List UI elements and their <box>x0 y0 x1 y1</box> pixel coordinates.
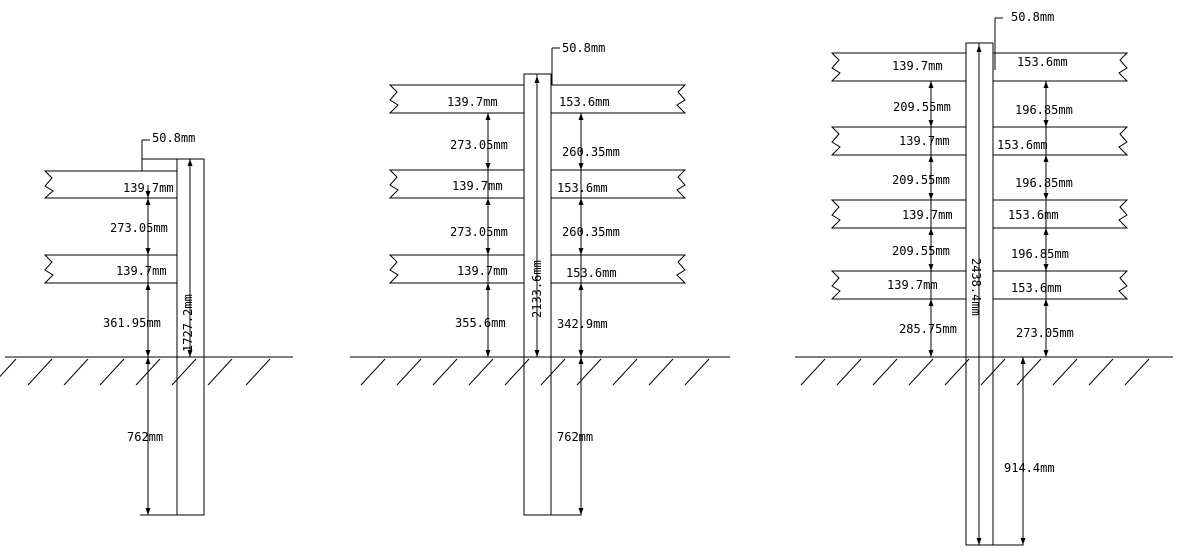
embed-depth-label: 762mm <box>557 430 593 444</box>
embed-depth-dimension <box>1020 357 1026 545</box>
board-height-label: 153.6mm <box>1011 281 1062 295</box>
post-top-offset-label: 50.8mm <box>562 41 605 55</box>
board-height-label: 139.7mm <box>452 179 503 193</box>
embed-depth-label: 762mm <box>127 430 163 444</box>
post-total-height-label: 1727.2mm <box>181 294 195 352</box>
post-total-height-label: 2133.6mm <box>530 260 544 318</box>
board-height-label: 139.7mm <box>887 278 938 292</box>
vertical-dimension-line <box>140 185 177 516</box>
board-height-label: 139.7mm <box>116 264 167 278</box>
post-height-dimension: 1727.2mm <box>181 159 195 357</box>
sign-board <box>830 270 966 300</box>
board-height-label: 153.6mm <box>997 138 1048 152</box>
board-gap-label: 260.35mm <box>562 225 620 239</box>
ground-clearance-label: 342.9mm <box>557 317 608 331</box>
board-gap-label: 209.55mm <box>892 173 950 187</box>
figure-2-double-sided-post: 50.8mm 2133.6mm 139.7mm 273.05mm 139.7mm… <box>350 41 730 516</box>
board-height-label: 139.7mm <box>457 264 508 278</box>
sign-board <box>993 52 1129 82</box>
sign-board <box>993 126 1129 156</box>
board-height-label: 153.6mm <box>566 266 617 280</box>
board-height-label: 153.6mm <box>1017 55 1068 69</box>
figure-3-tall-double-sided-post: 50.8mm 2438.4mm 139.7mm 209.55mm 139.7m <box>795 10 1173 546</box>
post-embedded-base <box>992 356 1024 546</box>
sign-board <box>551 169 687 199</box>
board-gap-label: 196.85mm <box>1015 176 1073 190</box>
figure-1-single-sided-post: 50.8mm 1727.2mm 139.7mm 273.05mm 139.7mm… <box>0 131 293 516</box>
board-height-label: 139.7mm <box>902 208 953 222</box>
ground-line <box>350 356 730 386</box>
board-gap-label: 196.85mm <box>1015 103 1073 117</box>
sign-board <box>43 170 177 199</box>
board-gap-label: 209.55mm <box>892 244 950 258</box>
board-height-label: 139.7mm <box>123 181 174 195</box>
board-height-label: 139.7mm <box>892 59 943 73</box>
post-top-offset-dimension: 50.8mm <box>141 131 195 171</box>
sign-board <box>43 254 177 284</box>
board-gap-label: 273.05mm <box>450 225 508 239</box>
sign-board <box>830 126 966 156</box>
sign-board <box>993 270 1129 300</box>
sign-board <box>388 169 524 199</box>
sign-board <box>993 199 1129 229</box>
right-vertical-dimension <box>1043 81 1049 357</box>
post-top-offset-label: 50.8mm <box>1011 10 1054 24</box>
board-height-label: 153.6mm <box>559 95 610 109</box>
embed-depth-label: 914.4mm <box>1004 461 1055 475</box>
ground-clearance-label: 355.6mm <box>455 316 506 330</box>
board-height-label: 153.6mm <box>557 181 608 195</box>
sign-board <box>551 254 687 284</box>
post-top-offset-dimension: 50.8mm <box>994 10 1054 70</box>
sign-board <box>830 199 966 229</box>
ground-hatching <box>360 358 710 386</box>
ground-clearance-label: 285.75mm <box>899 322 957 336</box>
post-height-dimension: 2438.4mm <box>969 43 983 545</box>
board-gap-label: 209.55mm <box>893 100 951 114</box>
ground-clearance-label: 361.95mm <box>103 316 161 330</box>
sign-board <box>830 52 966 82</box>
post-total-height-label: 2438.4mm <box>969 258 983 316</box>
post-height-dimension: 2133.6mm <box>530 74 544 357</box>
right-vertical-dimension <box>578 113 584 515</box>
left-vertical-dimension <box>485 113 491 357</box>
sign-board <box>551 84 687 114</box>
board-height-label: 153.6mm <box>1008 208 1059 222</box>
ground-hatching <box>0 358 271 386</box>
ground-line <box>795 356 1173 386</box>
board-gap-label: 273.05mm <box>450 138 508 152</box>
post-top-offset-dimension: 50.8mm <box>551 41 605 85</box>
sign-board <box>388 254 524 284</box>
board-gap-label: 260.35mm <box>562 145 620 159</box>
board-gap-label: 196.85mm <box>1011 247 1069 261</box>
ground-clearance-label: 273.05mm <box>1016 326 1074 340</box>
post-embedded-base <box>550 356 582 516</box>
board-gap-label: 273.05mm <box>110 221 168 235</box>
board-height-label: 139.7mm <box>447 95 498 109</box>
sign-board <box>388 84 524 114</box>
ground-hatching <box>800 358 1150 386</box>
board-height-label: 139.7mm <box>899 134 950 148</box>
left-vertical-dimension <box>928 81 934 357</box>
post-top-offset-label: 50.8mm <box>152 131 195 145</box>
